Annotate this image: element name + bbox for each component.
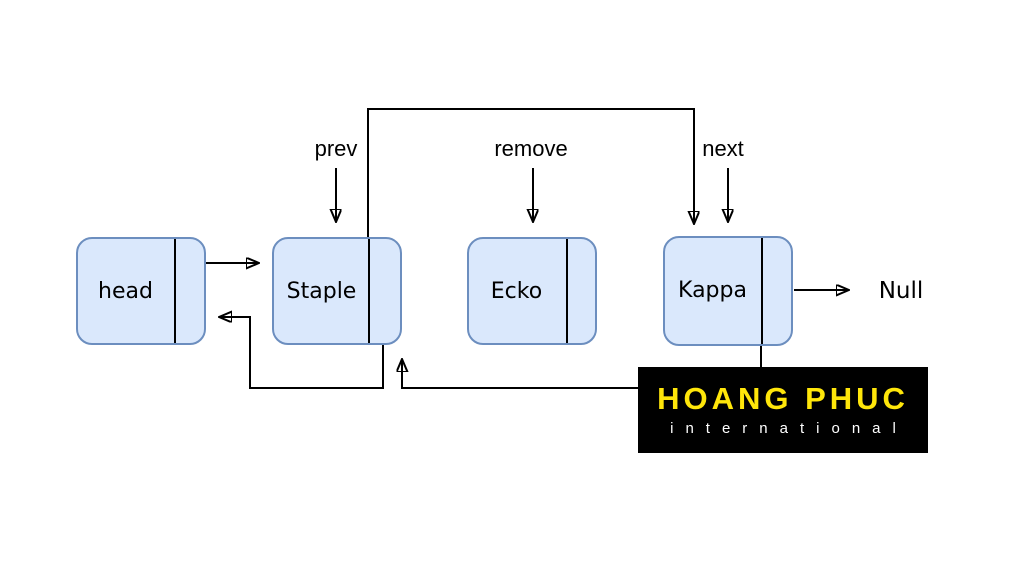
node-staple: Staple bbox=[272, 237, 402, 345]
node-ecko: Ecko bbox=[467, 237, 597, 345]
null-label: Null bbox=[878, 278, 924, 304]
next-label: next bbox=[702, 136, 744, 161]
prev-label: prev bbox=[314, 136, 358, 161]
remove-label: remove bbox=[494, 136, 568, 161]
node-head-label: head bbox=[98, 278, 153, 304]
edge-staple-prev-to-head bbox=[220, 317, 384, 389]
node-kappa-label: Kappa bbox=[678, 277, 747, 303]
node-staple-pointer-divider bbox=[368, 239, 370, 343]
node-ecko-label: Ecko bbox=[490, 278, 543, 304]
edge-staple-next-to-kappa bbox=[367, 108, 694, 237]
node-head: head bbox=[76, 237, 206, 345]
node-head-pointer-divider bbox=[174, 239, 176, 343]
brand-logo-title: HOANG PHUC bbox=[657, 381, 909, 417]
node-kappa-pointer-divider bbox=[761, 238, 763, 344]
node-staple-label: Staple bbox=[286, 278, 357, 304]
node-kappa: Kappa bbox=[663, 236, 793, 346]
node-ecko-pointer-divider bbox=[566, 239, 568, 343]
brand-logo-subtitle: international bbox=[670, 419, 908, 437]
brand-logo: HOANG PHUC international bbox=[638, 367, 928, 453]
